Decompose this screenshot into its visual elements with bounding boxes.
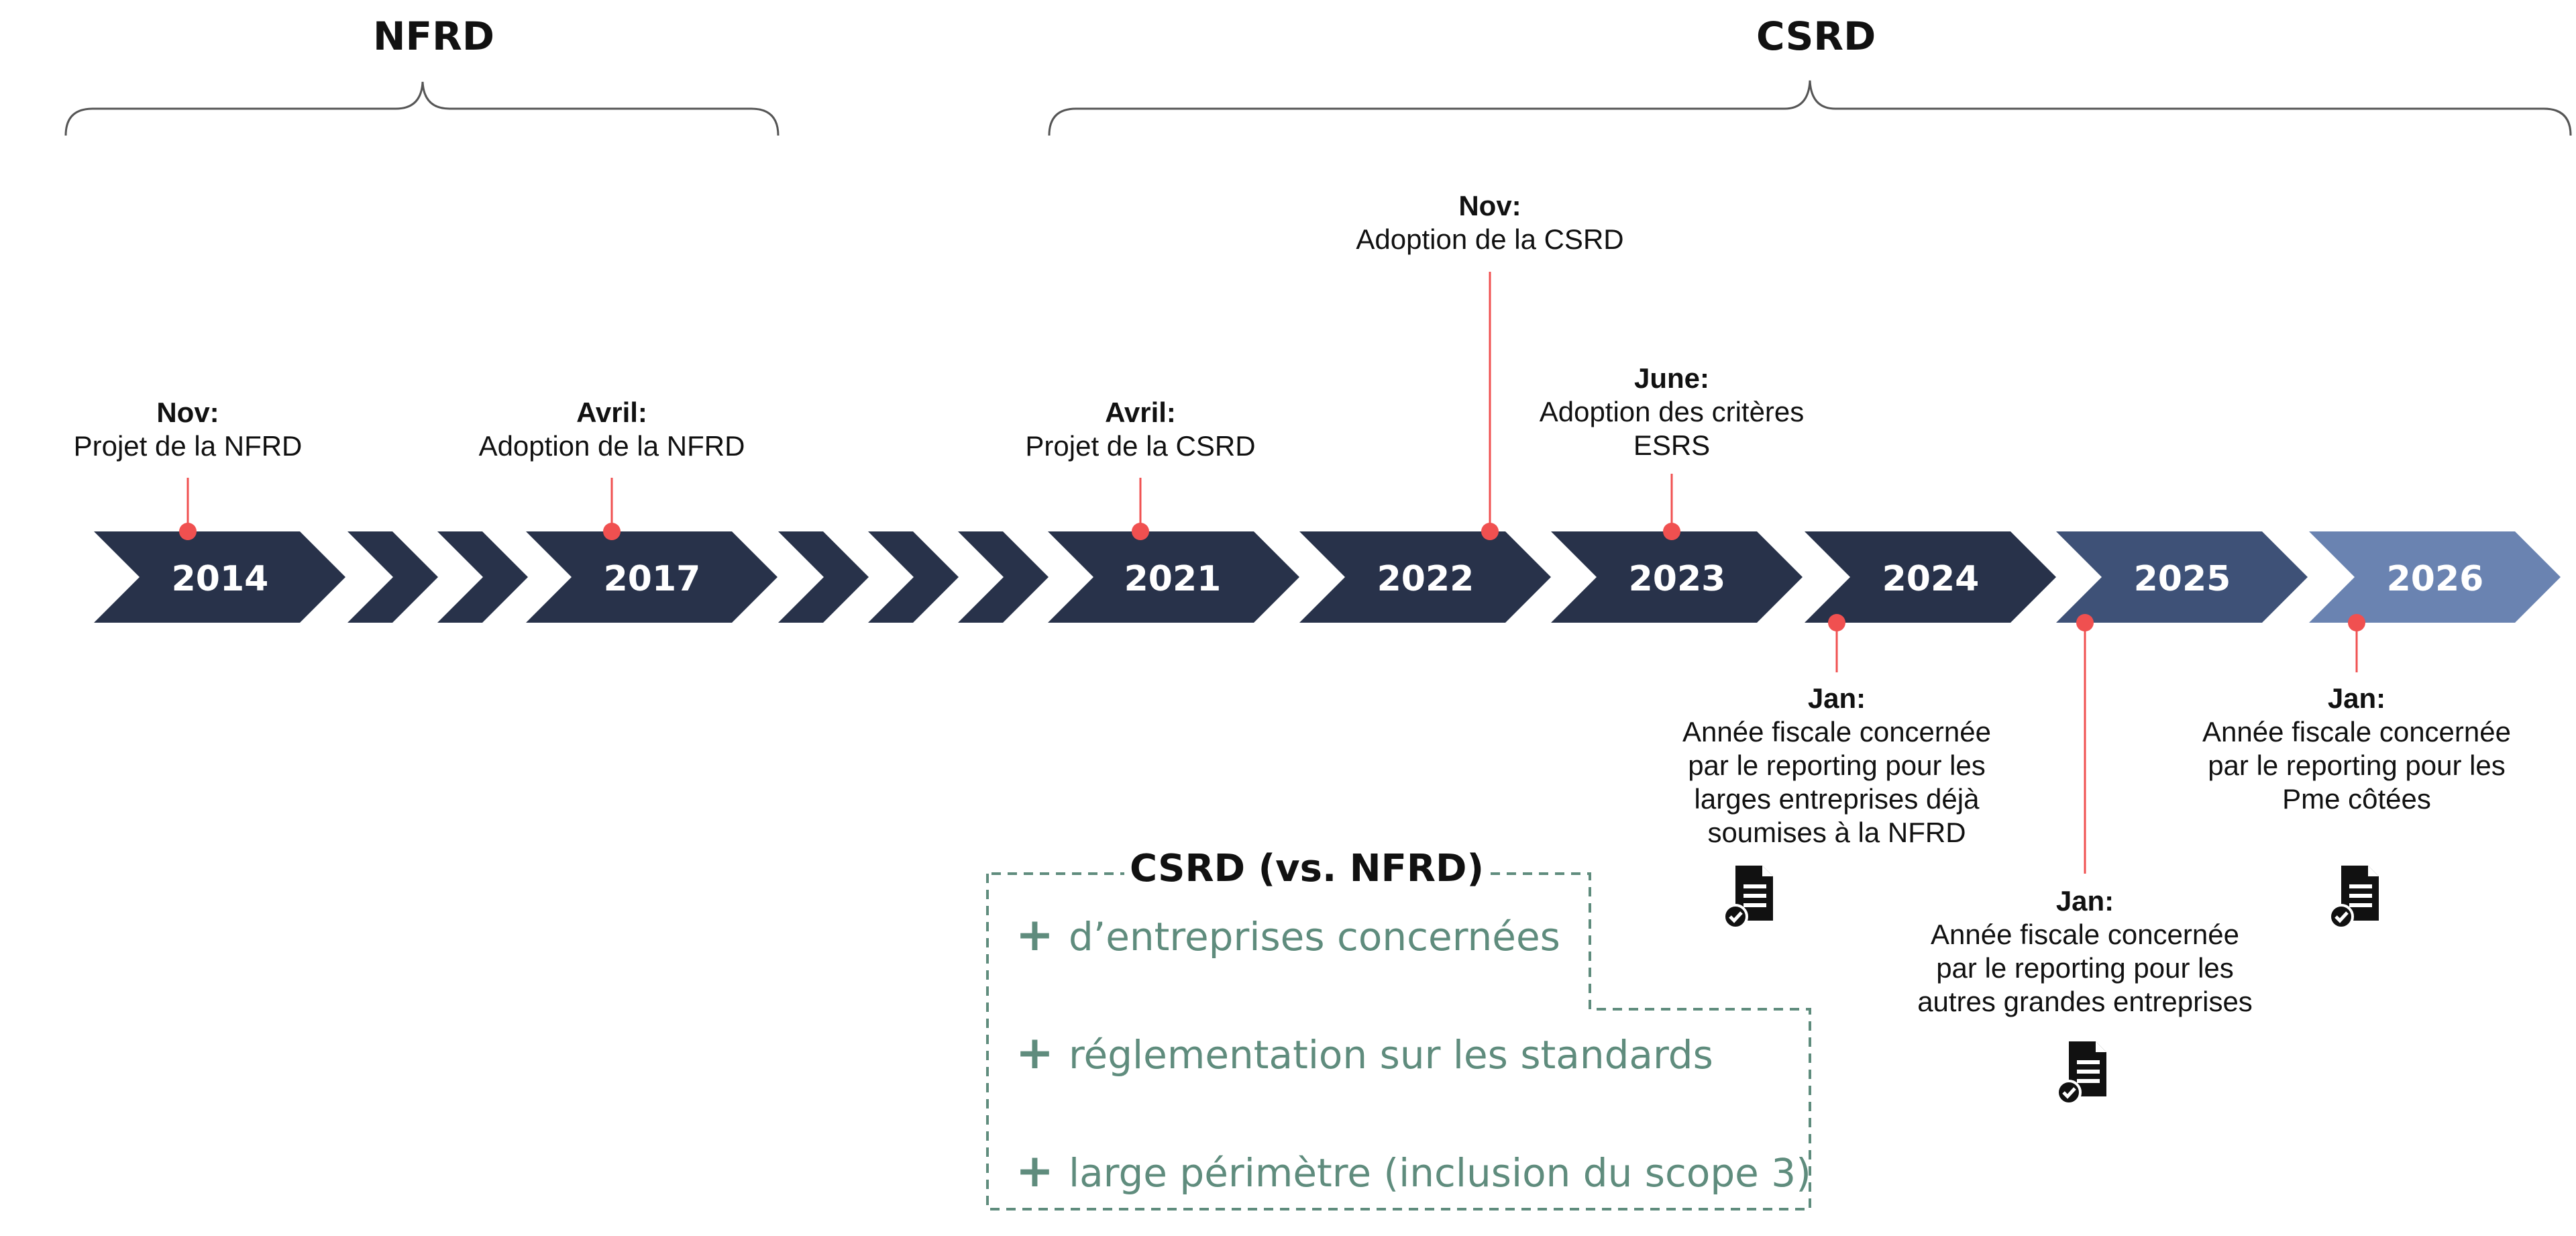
event-avril-2021: Avril: Projet de la CSRD bbox=[993, 396, 1288, 463]
chevron-2026 bbox=[2309, 531, 2561, 623]
event-text-line: Pme côtées bbox=[2282, 783, 2431, 815]
event-month: Avril: bbox=[1105, 397, 1176, 428]
event-text-line: larges entreprises déjà bbox=[1694, 783, 1980, 815]
event-text-line: ESRS bbox=[1633, 429, 1711, 461]
event-nov-2014: Nov: Projet de la NFRD bbox=[54, 396, 322, 463]
event-jan-2026: Jan: Année fiscale concernée par le repo… bbox=[2169, 682, 2544, 816]
event-marker-avril-2021 bbox=[1132, 523, 1149, 540]
document-check-icon bbox=[2056, 1041, 2106, 1105]
event-text-line: Adoption des critères bbox=[1539, 396, 1805, 427]
event-text-line: Adoption de la NFRD bbox=[478, 430, 745, 462]
chevron-2023 bbox=[1551, 531, 1803, 623]
year-2023: 2023 bbox=[1629, 559, 1726, 599]
timeline-chevrons bbox=[94, 531, 2561, 623]
chevron-gap bbox=[347, 531, 438, 623]
year-2021: 2021 bbox=[1124, 559, 1222, 599]
era-title-csrd: CSRD bbox=[1756, 13, 1876, 59]
chevron-2025 bbox=[2056, 531, 2308, 623]
event-nov-2022: Nov: Adoption de la CSRD bbox=[1316, 189, 1664, 256]
event-text-line: Année fiscale concernée bbox=[1931, 919, 2239, 950]
event-marker-june-2023 bbox=[1663, 523, 1680, 540]
chevron-2021 bbox=[1048, 531, 1299, 623]
year-2024: 2024 bbox=[1882, 559, 1980, 599]
year-2014: 2014 bbox=[172, 559, 269, 599]
year-2025: 2025 bbox=[2134, 559, 2231, 599]
event-avril-2017: Avril: Adoption de la NFRD bbox=[451, 396, 773, 463]
chevron-2022 bbox=[1299, 531, 1551, 623]
year-2022: 2022 bbox=[1377, 559, 1474, 599]
comparison-item-text: large périmètre (inclusion du scope 3) bbox=[1068, 1150, 1811, 1196]
event-month: Jan: bbox=[1807, 682, 1866, 714]
chevron-2024 bbox=[1805, 531, 2056, 623]
comparison-item-text: réglementation sur les standards bbox=[1068, 1032, 1713, 1078]
event-month: Nov: bbox=[156, 397, 219, 428]
chevron-gap bbox=[868, 531, 959, 623]
event-text-line: soumises à la NFRD bbox=[1707, 817, 1966, 848]
chevron-gap bbox=[958, 531, 1049, 623]
event-text-line: Année fiscale concernée bbox=[1682, 716, 1991, 748]
event-text-line: par le reporting pour les bbox=[1688, 750, 1986, 781]
event-text-line: Projet de la CSRD bbox=[1025, 430, 1256, 462]
event-marker-jan-2026 bbox=[2348, 614, 2365, 631]
chevron-2014 bbox=[94, 531, 345, 623]
event-text-line: par le reporting pour les bbox=[2208, 750, 2506, 781]
plus-icon: + bbox=[1016, 1145, 1054, 1198]
comparison-item: + réglementation sur les standards bbox=[1016, 1027, 1713, 1080]
document-check-icon bbox=[2328, 866, 2379, 929]
event-jan-2024: Jan: Année fiscale concernée par le repo… bbox=[1642, 682, 2031, 849]
chevron-gap bbox=[778, 531, 869, 623]
event-month: Nov: bbox=[1458, 190, 1521, 221]
document-check-icon bbox=[1723, 866, 1773, 929]
event-june-2023: June: Adoption des critères ESRS bbox=[1491, 362, 1853, 462]
comparison-item: + d’entreprises concernées bbox=[1016, 909, 1560, 962]
event-month: Jan: bbox=[2327, 682, 2386, 714]
comparison-box-border bbox=[986, 872, 1811, 1211]
event-marker-jan-2024 bbox=[1828, 614, 1845, 631]
event-marker-nov-2022 bbox=[1481, 523, 1499, 540]
event-marker-nov-2014 bbox=[179, 523, 197, 540]
era-title-nfrd: NFRD bbox=[373, 13, 494, 59]
event-marker-avril-2017 bbox=[603, 523, 621, 540]
event-jan-2025: Jan: Année fiscale concernée par le repo… bbox=[1877, 884, 2293, 1019]
year-2017: 2017 bbox=[604, 559, 701, 599]
comparison-item-text: d’entreprises concernées bbox=[1068, 914, 1560, 960]
comparison-title: CSRD (vs. NFRD) bbox=[1124, 847, 1490, 890]
chevron-gap bbox=[437, 531, 528, 623]
event-marker-jan-2025 bbox=[2076, 614, 2094, 631]
csrd-brace bbox=[1048, 80, 2572, 136]
event-text-line: Adoption de la CSRD bbox=[1356, 223, 1624, 255]
event-month: Avril: bbox=[576, 397, 647, 428]
chevron-2017 bbox=[526, 531, 777, 623]
plus-icon: + bbox=[1016, 1027, 1054, 1080]
event-text-line: Projet de la NFRD bbox=[73, 430, 303, 462]
plus-icon: + bbox=[1016, 909, 1054, 962]
event-text-line: Année fiscale concernée bbox=[2202, 716, 2511, 748]
nfrd-brace bbox=[64, 81, 780, 136]
year-2026: 2026 bbox=[2387, 559, 2484, 599]
comparison-item: + large périmètre (inclusion du scope 3) bbox=[1016, 1145, 1811, 1198]
event-text-line: par le reporting pour les bbox=[1936, 952, 2234, 984]
event-month: June: bbox=[1633, 362, 1709, 394]
event-month: Jan: bbox=[2055, 885, 2114, 917]
event-text-line: autres grandes entreprises bbox=[1917, 986, 2253, 1017]
